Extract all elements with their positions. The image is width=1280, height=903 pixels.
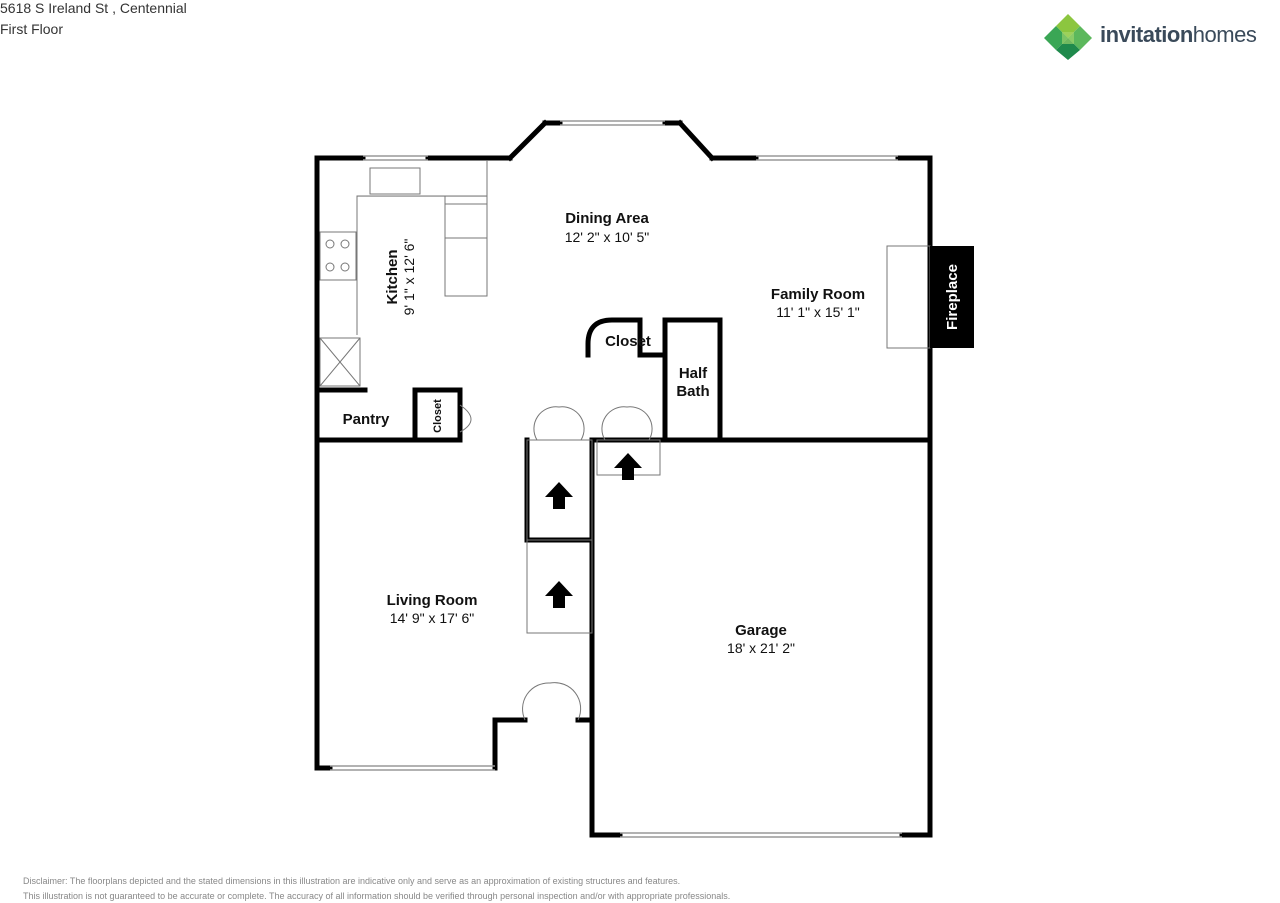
brand-logo: invitationhomes <box>1044 12 1280 60</box>
brand-name: invitationhomes <box>1100 22 1257 48</box>
fireplace <box>930 246 974 348</box>
room-dims-dining-area: 12' 2" x 10' 5" <box>565 229 650 245</box>
disclaimer-line-2: This illustration is not guaranteed to b… <box>23 891 731 901</box>
floor-label: First Floor <box>0 21 63 37</box>
room-label-small-closet: Closet <box>432 399 444 433</box>
room-label-pantry: Pantry <box>343 411 390 428</box>
room-dims-living-room: 14' 9" x 17' 6" <box>390 610 475 626</box>
room-label-fireplace: Fireplace <box>944 264 961 330</box>
invitation-homes-logo-icon <box>1044 14 1092 60</box>
stair-arrows <box>545 453 642 608</box>
room-dims-garage: 18' x 21' 2" <box>727 640 795 656</box>
room-label-living-room: Living Room <box>387 592 478 609</box>
room-label-half-bath-line1: Half <box>679 365 708 382</box>
room-dims-family-room: 11' 1" x 15' 1" <box>776 304 860 320</box>
room-label-dining-area: Dining Area <box>565 210 649 227</box>
room-label-closet: Closet <box>605 333 651 350</box>
walls <box>314 119 933 838</box>
windows <box>330 120 902 838</box>
property-address: 5618 S Ireland St , Centennial <box>0 0 187 16</box>
room-label-garage: Garage <box>735 622 787 639</box>
brand-name-light: homes <box>1192 22 1257 47</box>
brand-name-bold: invitation <box>1100 22 1193 47</box>
room-label-family-room: Family Room <box>771 286 865 303</box>
room-dims-kitchen: 9' 1" x 12' 6" <box>401 239 417 316</box>
room-label-kitchen: Kitchen <box>384 249 401 304</box>
disclaimer-line-1: Disclaimer: The floorplans depicted and … <box>23 876 681 886</box>
room-label-half-bath-line2: Bath <box>676 383 709 400</box>
